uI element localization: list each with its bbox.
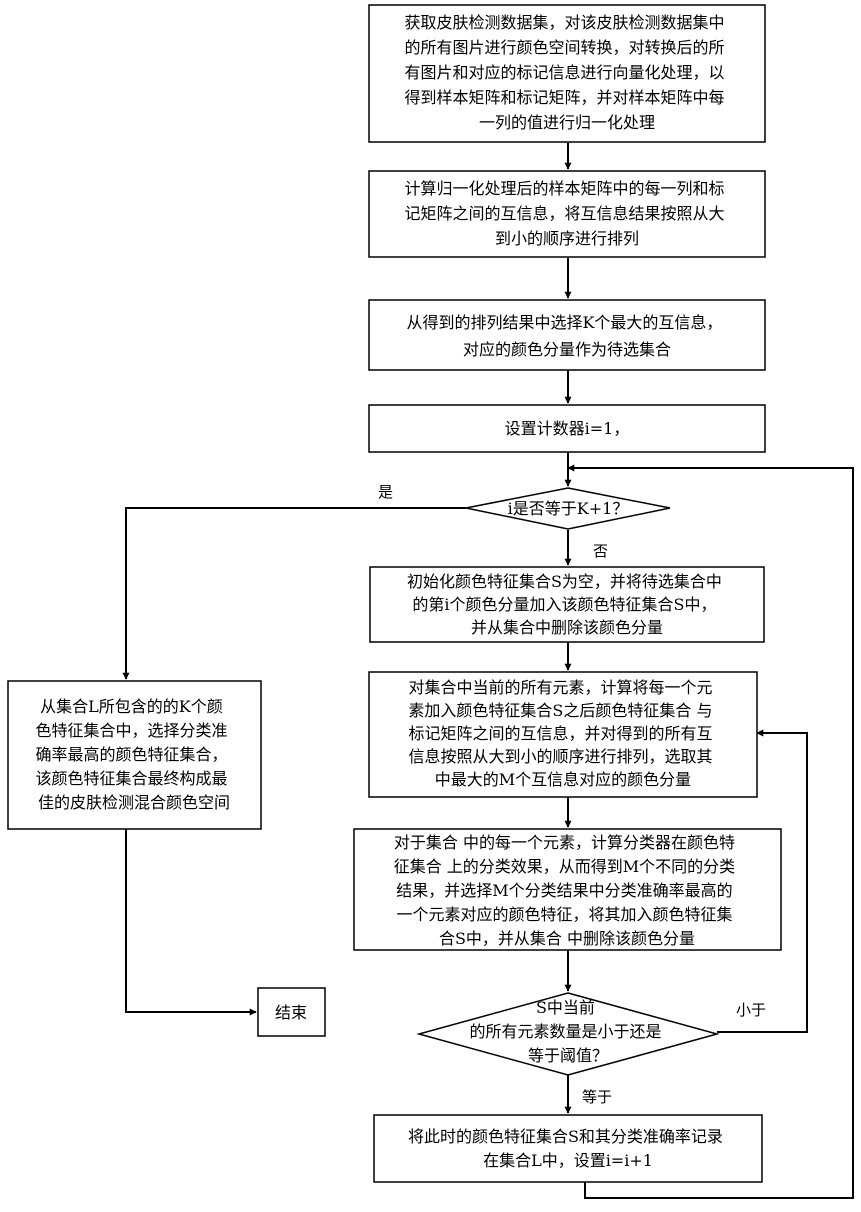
svg-text:对于集合 中的每一个元素，计算分类器在颜色特 征: 对于集合 中的每一个元素，计算分类器在颜色特 征集合 上的分类效果，从而得到M个…: [394, 833, 741, 948]
step-7: 对于集合 中的每一个元素，计算分类器在颜色特 征集合 上的分类效果，从而得到M个…: [354, 829, 781, 950]
final-selection-line-1: 从集合L所包含的的K个颜: [40, 697, 223, 716]
step-3-line-1: 从得到的排列结果中选择K个最大的互信息，: [406, 313, 722, 332]
step-8-line-1: 将此时的颜色特征集合S和其分类准确率记录: [408, 1127, 723, 1146]
step-3: 从得到的排列结果中选择K个最大的互信息， 对应的颜色分量作为待选集合: [369, 300, 765, 370]
step-6-line-3: 标记矩阵之间的互信息，并对得到的所有互: [408, 724, 712, 743]
label-less: 小于: [736, 1001, 766, 1019]
decision-1: i是否等于K+1？: [466, 488, 670, 529]
step-5: 初始化颜色特征集合S为空，并将待选集合中 的第i个颜色分量加入该颜色特征集合S中…: [370, 567, 764, 642]
step-7-line-1: 对于集合 中的每一个元素，计算分类器在颜色特: [394, 833, 735, 852]
step-8: 将此时的颜色特征集合S和其分类准确率记录 在集合L中，设置i=i+1: [374, 1115, 762, 1182]
label-yes: 是: [378, 483, 393, 501]
step-6-line-1: 对集合中当前的所有元素，计算将每一个元: [408, 678, 712, 697]
svg-text:结束: 结束: [275, 1003, 307, 1022]
step-7-line-5: 合S中，并从集合 中删除该颜色分量: [439, 929, 695, 948]
svg-text:i是否等于K+1？: i是否等于K+1？: [508, 499, 629, 518]
final-selection-line-3: 确率最高的颜色特征集合，: [35, 745, 227, 764]
decision-2-line-2: 的所有元素数量是小于还是: [469, 1022, 661, 1041]
step-1-line-4: 得到样本矩阵和标记矩阵，并对样本矩阵中每: [404, 88, 724, 107]
step-1-line-1: 获取皮肤检测数据集，对该皮肤检测数据集中: [404, 13, 724, 32]
step-5-line-2: 的第i个颜色分量加入该颜色特征集合S中，: [412, 595, 716, 614]
label-no: 否: [593, 542, 608, 560]
decision-1-text: i是否等于K+1？: [508, 499, 629, 518]
step-7-line-2: 征集合 上的分类效果，从而得到M个不同的分类: [394, 857, 735, 876]
step-4: 设置计数器i=1，: [369, 405, 765, 452]
step-8-line-2: 在集合L中，设置i=i+1: [483, 1151, 653, 1170]
arrow-left-end: [126, 829, 256, 1012]
step-5-line-3: 并从集合中删除该颜色分量: [471, 618, 663, 637]
final-selection-line-2: 色特征集合中，选择分类准: [35, 721, 227, 740]
end-text: 结束: [275, 1003, 307, 1022]
step-2-line-1: 计算归一化处理后的样本矩阵中的每一列和标: [404, 179, 724, 198]
step-1-line-5: 一列的值进行归一化处理: [479, 113, 655, 132]
decision-2: S中当前 的所有元素数量是小于还是 等于阈值？: [419, 993, 717, 1075]
end-node: 结束: [258, 988, 325, 1036]
step-2: 计算归一化处理后的样本矩阵中的每一列和标 记矩阵之间的互信息，将互信息结果按照从…: [369, 171, 765, 257]
step-5-line-1: 初始化颜色特征集合S为空，并将待选集合中: [407, 572, 722, 591]
step-7-line-4: 一个元素对应的颜色特征，将其加入颜色特征集: [396, 905, 732, 924]
step-2-line-3: 到小的顺序进行排列: [495, 229, 639, 248]
step-4-line-1: 设置计数器i=1，: [505, 419, 630, 438]
svg-text:设置计数器i=1，: 设置计数器i=1，: [505, 419, 630, 438]
label-equal: 等于: [582, 1088, 612, 1106]
step-3-box: [369, 300, 765, 370]
decision-2-line-1: S中当前: [536, 998, 595, 1017]
step-6-line-2: 素加入颜色特征集合S之后颜色特征集合 与: [408, 701, 712, 720]
decision-2-line-3: 等于阈值？: [528, 1046, 608, 1065]
step-8-box: [374, 1115, 762, 1182]
step-3-line-2: 对应的颜色分量作为待选集合: [463, 340, 671, 359]
step-2-line-2: 记矩阵之间的互信息，将互信息结果按照从大: [404, 204, 724, 223]
step-1: 获取皮肤检测数据集，对该皮肤检测数据集中 的所有图片进行颜色空间转换，对转换后的…: [369, 5, 765, 142]
final-selection: 从集合L所包含的的K个颜 色特征集合中，选择分类准 确率最高的颜色特征集合， 该…: [8, 681, 261, 829]
step-7-line-3: 结果，并选择M个分类结果中分类准确率最高的: [396, 881, 732, 900]
step-6-line-4: 信息按照从大到小的顺序进行排列，选取其: [408, 747, 712, 766]
step-6: 对集合中当前的所有元素，计算将每一个元 素加入颜色特征集合S之后颜色特征集合 与…: [369, 672, 757, 797]
svg-text:从集合L所包含的的K个颜 色特征集合中，选择分类: 从集合L所包含的的K个颜 色特征集合中，选择分类准 确率最高的颜色特征集合， 该…: [35, 697, 232, 812]
svg-text:对集合中当前的所有元素，计算将每一个元 素加入颜: 对集合中当前的所有元素，计算将每一个元 素加入颜色特征集合S之后颜色特征集合 与…: [408, 678, 717, 789]
final-selection-line-5: 佳的皮肤检测混合颜色空间: [38, 793, 230, 812]
step-1-line-3: 有图片和对应的标记信息进行向量化处理，以: [404, 63, 724, 82]
step-6-line-5: 中最大的M个互信息对应的颜色分量: [435, 770, 691, 789]
step-1-line-2: 的所有图片进行颜色空间转换，对转换后的所: [404, 38, 724, 57]
final-selection-line-4: 该颜色特征集合最终构成最: [35, 769, 227, 788]
